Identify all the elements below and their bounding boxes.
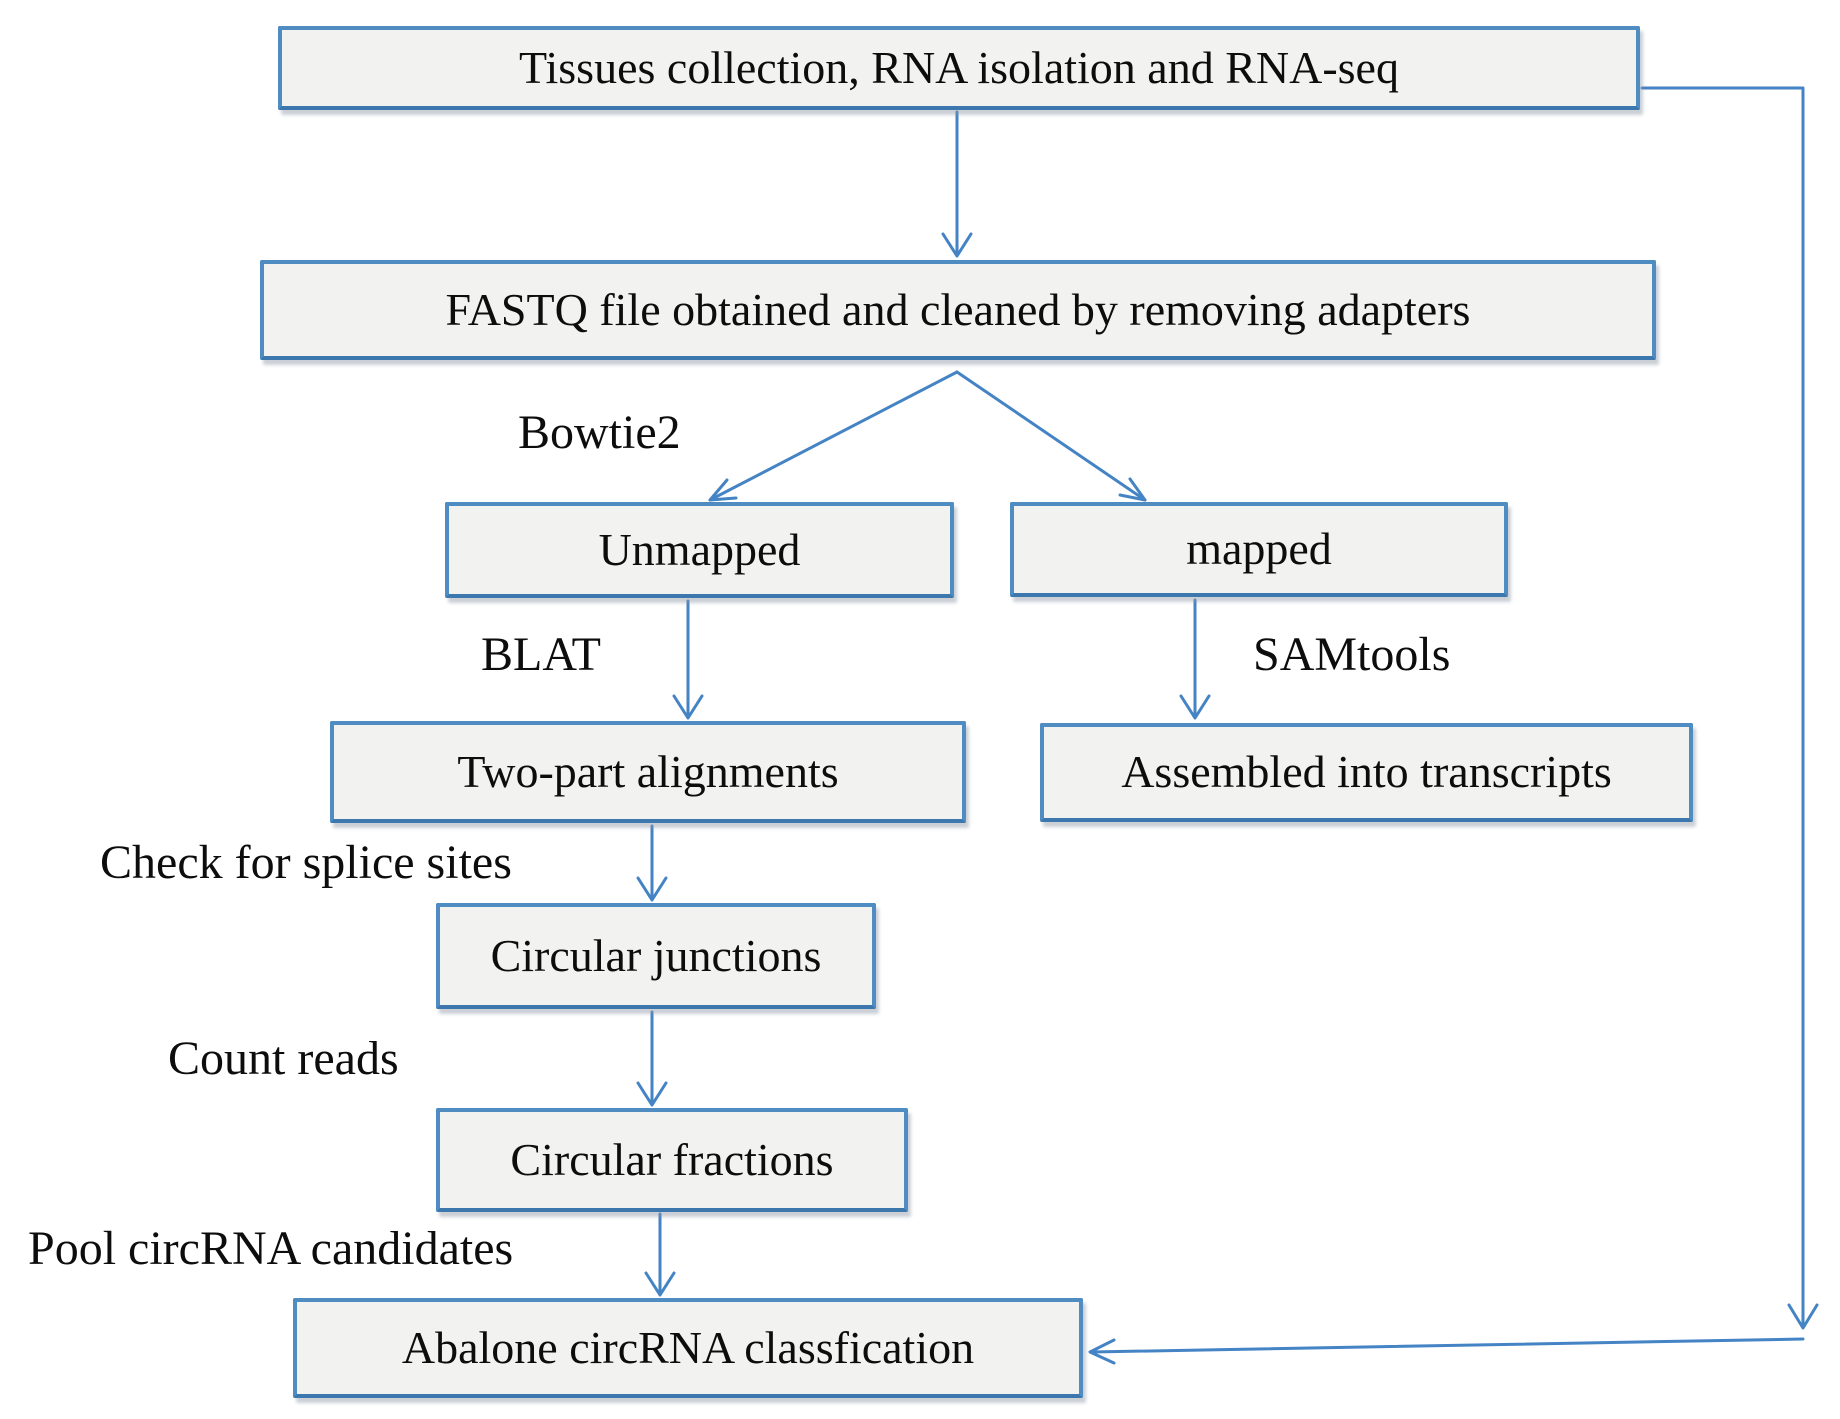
box-circular-junctions: Circular junctions [436,903,876,1009]
arrow-junctions-to-fractions [636,1010,668,1107]
label-samtools: SAMtools [1253,628,1451,681]
arrow-mapped-to-assembled [1179,598,1211,720]
box-two-part-alignments-label: Two-part alignments [457,745,839,797]
box-circular-fractions-label: Circular fractions [510,1133,834,1185]
label-count-reads: Count reads [168,1032,399,1085]
box-assembled-transcripts-label: Assembled into transcripts [1121,746,1612,798]
arrow-unmapped-to-twopart [672,599,704,720]
box-unmapped-label: Unmapped [598,523,801,575]
arrow-tissues-to-fastq [941,110,973,258]
box-tissues: Tissues collection, RNA isolation and RN… [278,26,1640,110]
box-fastq: FASTQ file obtained and cleaned by remov… [260,260,1656,360]
label-pool-circrna-candidates: Pool circRNA candidates [28,1222,514,1275]
box-circular-junctions-label: Circular junctions [490,929,822,981]
arrow-fastq-to-mapped [955,370,1147,502]
box-fastq-label: FASTQ file obtained and cleaned by remov… [445,283,1471,335]
box-mapped-label: mapped [1186,523,1332,575]
label-blat: BLAT [481,628,601,681]
label-bowtie2: Bowtie2 [518,406,681,459]
box-unmapped: Unmapped [445,502,954,598]
box-assembled-transcripts: Assembled into transcripts [1040,723,1693,822]
arrow-fastq-to-unmapped [708,370,959,502]
box-circular-fractions: Circular fractions [436,1108,908,1212]
box-mapped: mapped [1010,502,1508,597]
box-abalone-classification-label: Abalone circRNA classfication [401,1321,975,1373]
label-check-splice-sites: Check for splice sites [100,836,512,889]
box-abalone-classification: Abalone circRNA classfication [293,1298,1083,1398]
box-tissues-label: Tissues collection, RNA isolation and RN… [519,41,1399,93]
box-two-part-alignments: Two-part alignments [330,721,966,823]
arrow-twopart-to-junctions [636,824,668,902]
arrow-fractions-to-abalone [644,1212,676,1297]
